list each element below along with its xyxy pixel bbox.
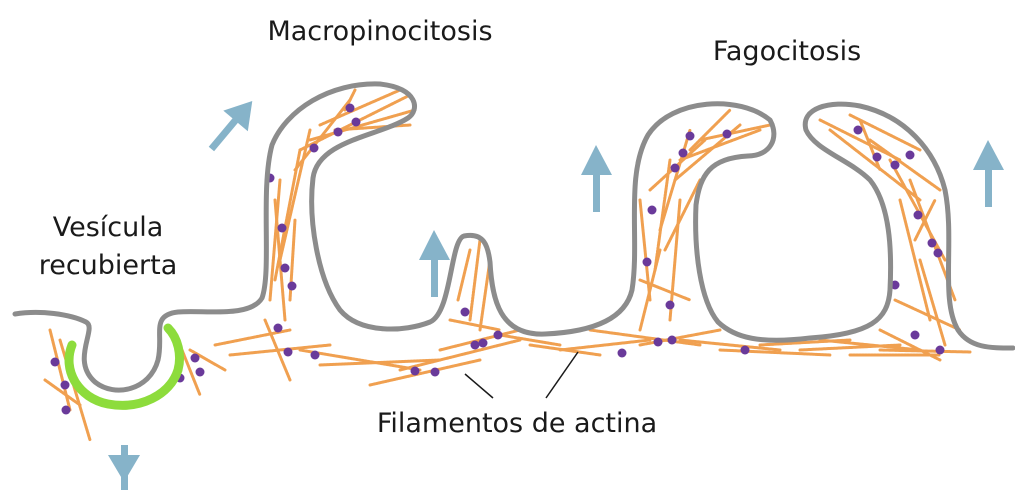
actin-filament: [700, 125, 770, 140]
actin-binding-dot: [431, 368, 440, 377]
actin-filament: [470, 240, 480, 320]
actin-binding-dot: [668, 336, 677, 345]
actin-filament: [450, 320, 500, 330]
arrow-down-icon: [108, 445, 140, 490]
actin-binding-dot: [288, 282, 297, 291]
actin-binding-dot: [671, 164, 680, 173]
actin-binding-dot: [411, 367, 420, 376]
arrow-up-icon: [581, 145, 612, 212]
actin-binding-dot: [891, 161, 900, 170]
actin-binding-dot: [723, 130, 732, 139]
actin-binding-dot: [934, 249, 943, 258]
coated-vesicle-label-line2: recubierta: [39, 250, 178, 281]
actin-filaments: [45, 90, 970, 440]
actin-binding-dot: [281, 264, 290, 273]
actin-binding-dot: [461, 308, 470, 317]
actin-binding-dot: [494, 331, 503, 340]
macropinocytosis-label: Macropinocitosis: [267, 16, 492, 47]
actin-binding-dot: [274, 324, 283, 333]
actin-binding-dot: [679, 149, 688, 158]
actin-binding-dot: [911, 331, 920, 340]
actin-binding-dot: [191, 354, 200, 363]
actin-binding-dot: [914, 211, 923, 220]
arrow-diagonal-icon: [200, 91, 265, 160]
actin-binding-dot: [666, 301, 675, 310]
actin-binding-dot: [873, 153, 882, 162]
actin-binding-dot: [479, 339, 488, 348]
actin-binding-dot: [643, 258, 652, 267]
actin-filament: [870, 140, 940, 190]
actin-filament: [655, 160, 670, 270]
arrow-up-icon: [973, 140, 1004, 207]
actin-binding-dot: [906, 151, 915, 160]
actin-binding-dot: [196, 368, 205, 377]
actin-binding-dot: [61, 381, 70, 390]
actin-binding-dot: [352, 118, 361, 127]
actin-binding-dot: [346, 104, 355, 113]
actin-binding-dot: [686, 132, 695, 141]
actin-binding-dot: [928, 239, 937, 248]
actin-binding-dot: [936, 346, 945, 355]
actin-filament: [560, 340, 650, 350]
actin-binding-dot: [741, 346, 750, 355]
actin-binding-dot: [62, 406, 71, 415]
actin-binding-dot: [854, 126, 863, 135]
actin-binding-dot: [334, 128, 343, 137]
actin-binding-dot: [471, 341, 480, 350]
label-pointers: [465, 352, 578, 398]
actin-binding-dot: [51, 358, 60, 367]
actin-filament: [920, 260, 945, 345]
actin-binding-dot: [278, 224, 287, 233]
actin-binding-dot: [618, 349, 627, 358]
actin-filaments-label: Filamentos de actina: [377, 408, 657, 439]
coated-vesicle-label-line1: Vesícula: [53, 212, 164, 243]
phagocytosis-label: Fagocitosis: [713, 36, 861, 67]
actin-binding-dot: [654, 338, 663, 347]
actin-binding-dot: [648, 206, 657, 215]
actin-binding-dot: [284, 348, 293, 357]
actin-binding-dot: [310, 144, 319, 153]
actin-binding-dot: [311, 351, 320, 360]
actin-filament: [458, 250, 470, 300]
